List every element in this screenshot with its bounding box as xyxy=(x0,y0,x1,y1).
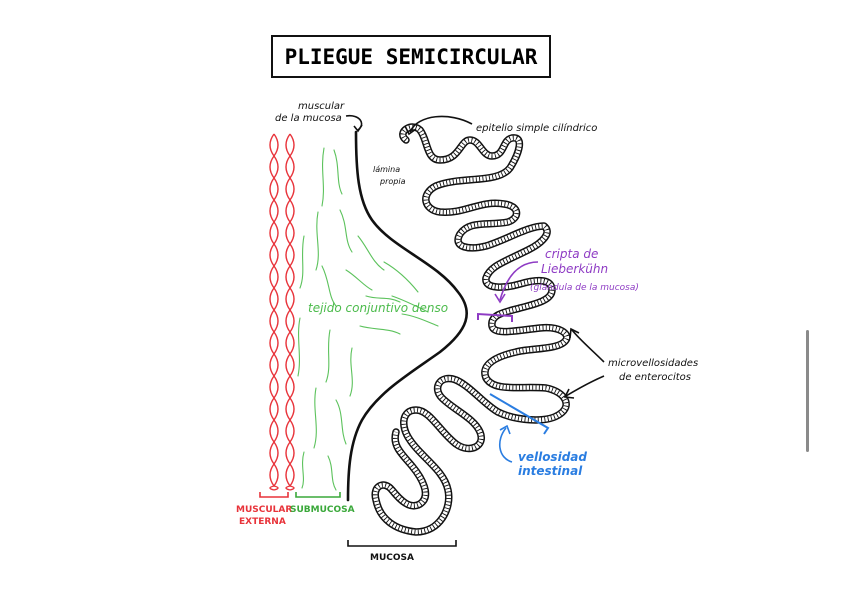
connective-fiber xyxy=(391,295,429,313)
connective-fiber xyxy=(349,347,353,397)
arrow-vellosidad xyxy=(499,427,513,463)
muscle-fiber xyxy=(285,133,295,491)
connective-fiber xyxy=(401,313,439,327)
connective-fiber xyxy=(315,211,319,271)
connective-fiber xyxy=(339,209,353,253)
label-cripta-line2: Lieberkühn xyxy=(541,262,608,276)
label-cripta-line3: (glándula de la mucosa) xyxy=(530,283,639,293)
label-cripta: cripta de Lieberkühn (glándula de la muc… xyxy=(477,247,639,322)
connective-fiber xyxy=(321,265,337,307)
arrow-cripta xyxy=(499,261,539,301)
label-epitelio: epitelio simple cilíndrico xyxy=(404,115,597,136)
label-cripta-line1: cripta de xyxy=(545,247,598,261)
muscularis-mucosae-line xyxy=(346,130,468,502)
connective-fiber xyxy=(345,269,373,291)
villi-epithelium xyxy=(371,123,571,536)
label-microvellosidades: microvellosidades de enterocitos xyxy=(563,327,698,399)
connective-fiber xyxy=(321,147,325,207)
arrow-microvellosidades-2 xyxy=(565,375,605,397)
connective-fiber xyxy=(383,261,419,293)
bracket-submucosa xyxy=(295,492,341,498)
muscle-fiber xyxy=(269,133,279,491)
bracket-muscular-externa xyxy=(259,492,289,498)
label-tejido-conjuntivo: tejido conjuntivo denso xyxy=(308,301,448,315)
title-box: PLIEGUE SEMICIRCULAR xyxy=(271,35,551,78)
connective-fiber xyxy=(365,295,401,303)
bottom-brackets: MUSCULAR EXTERNA SUBMUCOSA MUCOSA xyxy=(236,492,457,563)
connective-fiber xyxy=(333,149,343,195)
muscular-externa-layer xyxy=(269,133,295,491)
label-muscular-mucosa: muscular de la mucosa xyxy=(275,101,363,133)
label-vellosidad-line2: intestinal xyxy=(518,464,583,478)
connective-fiber xyxy=(359,325,401,335)
vertical-scrollbar[interactable] xyxy=(806,330,809,452)
label-microvellosidades-line2: de enterocitos xyxy=(619,372,691,383)
label-epitelio-text: epitelio simple cilíndrico xyxy=(476,122,597,134)
connective-fiber xyxy=(297,317,301,377)
label-lamina-line1: lámina xyxy=(373,165,400,174)
muscle-fiber xyxy=(269,133,279,491)
label-muscular-mucosa-line2: de la mucosa xyxy=(275,113,342,124)
connective-fiber xyxy=(335,399,347,445)
connective-fiber xyxy=(313,387,317,449)
submucosa-fibers xyxy=(297,147,439,491)
label-submucosa: SUBMUCOSA xyxy=(290,505,355,515)
arrow-epitelio xyxy=(409,115,473,133)
label-muscular-mucosa-line1: muscular xyxy=(298,101,345,112)
label-vellosidad: vellosidad intestinal xyxy=(489,393,587,478)
connective-fiber xyxy=(301,451,305,489)
bracket-vellosidad xyxy=(489,393,550,435)
connective-fiber xyxy=(299,235,305,289)
connective-fiber xyxy=(325,329,331,383)
label-lamina-line2: propia xyxy=(379,177,406,186)
label-muscular-externa-line2: EXTERNA xyxy=(239,517,286,527)
bracket-cripta xyxy=(477,312,513,322)
bracket-mucosa xyxy=(347,540,457,547)
diagram-title: PLIEGUE SEMICIRCULAR xyxy=(285,45,538,69)
arrow-microvellosidades-1 xyxy=(571,329,605,363)
label-microvellosidades-line1: microvellosidades xyxy=(608,358,698,369)
muscle-fiber xyxy=(285,133,295,491)
label-lamina-propia: lámina propia xyxy=(373,165,406,186)
label-mucosa: MUCOSA xyxy=(370,553,414,563)
connective-fiber xyxy=(327,455,337,491)
connective-fiber xyxy=(357,235,385,271)
label-muscular-externa-line1: MUSCULAR xyxy=(236,505,292,515)
label-vellosidad-line1: vellosidad xyxy=(518,450,587,464)
